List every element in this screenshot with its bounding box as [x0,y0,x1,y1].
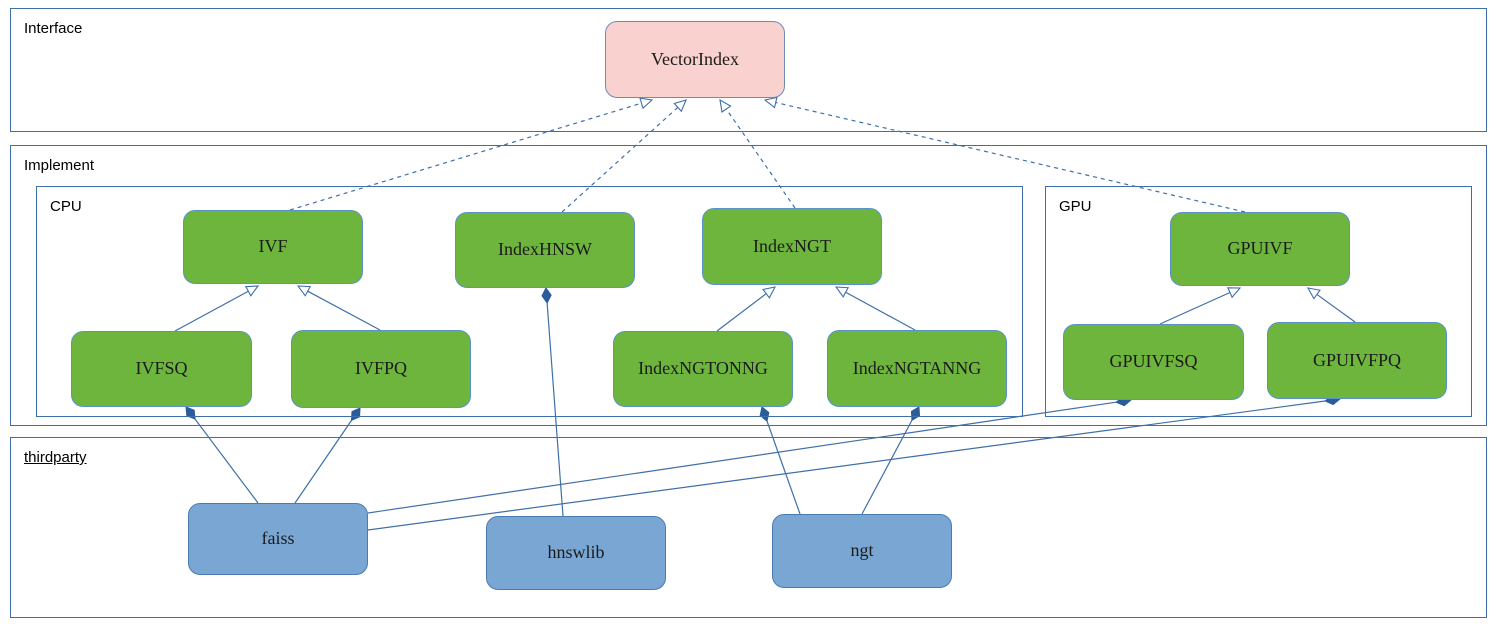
node-ivfpq[interactable]: IVFPQ [291,330,471,408]
node-vectorindex[interactable]: VectorIndex [605,21,785,98]
node-label: IVF [258,236,288,257]
container-label-interface: Interface [24,20,83,37]
node-indexngtonng[interactable]: IndexNGTONNG [613,331,793,407]
node-label: IndexNGTONNG [638,358,768,379]
container-label-implement: Implement [24,157,95,174]
node-label: IndexNGT [753,235,831,256]
node-faiss[interactable]: faiss [188,503,368,575]
node-label: IVFSQ [135,358,188,379]
node-label: hnswlib [547,542,605,563]
node-indexngtanng[interactable]: IndexNGTANNG [827,330,1007,407]
node-label: IndexHNSW [498,239,592,260]
container-interface [10,8,1487,132]
node-label: IVFPQ [354,358,407,379]
node-gpuivfsq[interactable]: GPUIVFSQ [1063,324,1244,400]
node-gpuivf[interactable]: GPUIVF [1170,212,1350,286]
node-label: IndexNGTANNG [852,357,982,378]
node-label: VectorIndex [651,48,739,69]
container-gpu [1045,186,1472,417]
node-label: GPUIVFSQ [1109,351,1198,372]
node-ngt[interactable]: ngt [772,514,952,588]
container-implement [10,145,1487,426]
container-label-thirdparty: thirdparty [24,449,87,466]
node-indexngt[interactable]: IndexNGT [702,208,882,285]
container-label-gpu: GPU [1059,198,1092,215]
node-ivfsq[interactable]: IVFSQ [71,331,252,407]
node-label: ngt [850,540,874,561]
node-hnswlib[interactable]: hnswlib [486,516,666,590]
node-label: GPUIVFPQ [1312,349,1402,370]
node-gpuivfpq[interactable]: GPUIVFPQ [1267,322,1447,399]
container-thirdparty [10,437,1487,618]
container-cpu [36,186,1023,417]
container-label-cpu: CPU [50,198,82,215]
node-label: GPUIVF [1227,238,1293,259]
node-ivf[interactable]: IVF [183,210,363,284]
node-label: faiss [261,528,295,549]
node-indexhnsw[interactable]: IndexHNSW [455,212,635,288]
